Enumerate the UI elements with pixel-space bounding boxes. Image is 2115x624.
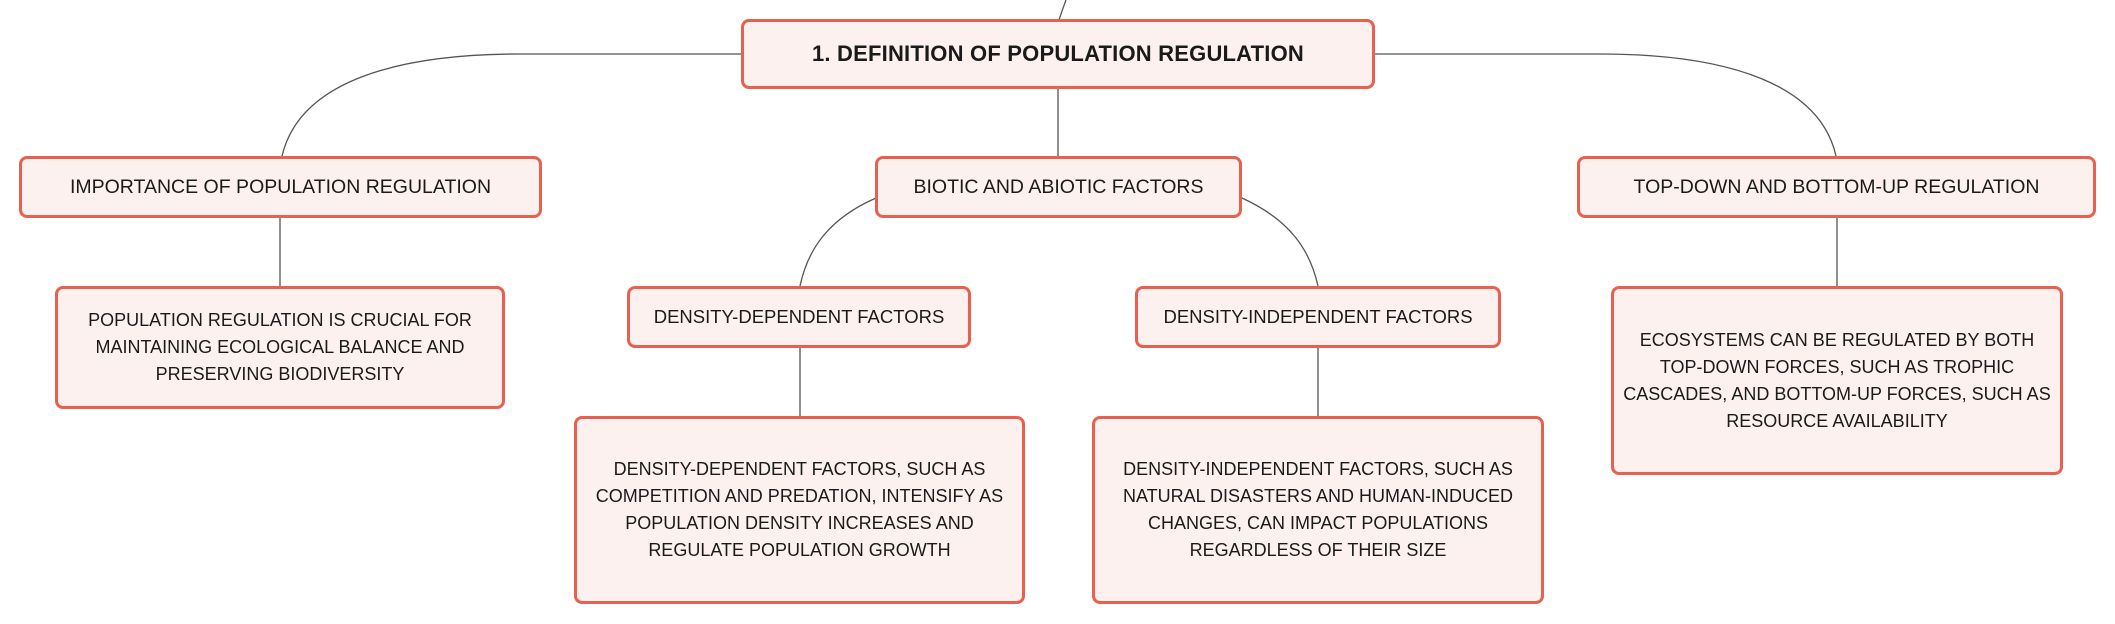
connector-factors-to-independent [1241, 197, 1319, 287]
connector-factors-to-dependent [799, 197, 877, 287]
detail-importance[interactable]: POPULATION REGULATION IS CRUCIAL FOR MAI… [55, 286, 505, 409]
detail-regulation[interactable]: ECOSYSTEMS CAN BE REGULATED BY BOTH TOP-… [1611, 286, 2063, 475]
topic-biotic-abiotic-factors[interactable]: BIOTIC AND ABIOTIC FACTORS [875, 156, 1242, 218]
topic-importance[interactable]: IMPORTANCE OF POPULATION REGULATION [19, 156, 542, 218]
detail-density-independent[interactable]: DENSITY-INDEPENDENT FACTORS, SUCH AS NAT… [1092, 416, 1544, 604]
topic-importance-label: IMPORTANCE OF POPULATION REGULATION [69, 175, 492, 198]
connector-root-to-regulation [1374, 53, 1837, 157]
root-node[interactable]: 1. DEFINITION OF POPULATION REGULATION [741, 19, 1375, 89]
detail-regulation-text: ECOSYSTEMS CAN BE REGULATED BY BOTH TOP-… [1623, 329, 2051, 431]
connector-root-to-importance [281, 53, 742, 157]
topic-regulation-label: TOP-DOWN AND BOTTOM-UP REGULATION [1633, 175, 2040, 198]
detail-density-dependent[interactable]: DENSITY-DEPENDENT FACTORS, SUCH AS COMPE… [574, 416, 1025, 604]
detail-importance-text: POPULATION REGULATION IS CRUCIAL FOR MAI… [88, 310, 472, 384]
detail-independent-text: DENSITY-INDEPENDENT FACTORS, SUCH AS NAT… [1122, 459, 1514, 560]
detail-dependent-text: DENSITY-DEPENDENT FACTORS, SUCH AS COMPE… [595, 459, 1004, 560]
subtopic-dependent-label: DENSITY-DEPENDENT FACTORS [653, 306, 945, 327]
topic-top-down-bottom-up[interactable]: TOP-DOWN AND BOTTOM-UP REGULATION [1577, 156, 2096, 218]
subtopic-density-dependent[interactable]: DENSITY-DEPENDENT FACTORS [627, 286, 971, 348]
connector-parent-to-root [1058, 0, 1067, 21]
root-node-label: 1. DEFINITION OF POPULATION REGULATION [811, 41, 1304, 66]
topic-factors-label: BIOTIC AND ABIOTIC FACTORS [913, 175, 1204, 198]
subtopic-density-independent[interactable]: DENSITY-INDEPENDENT FACTORS [1135, 286, 1501, 348]
subtopic-independent-label: DENSITY-INDEPENDENT FACTORS [1163, 306, 1473, 327]
